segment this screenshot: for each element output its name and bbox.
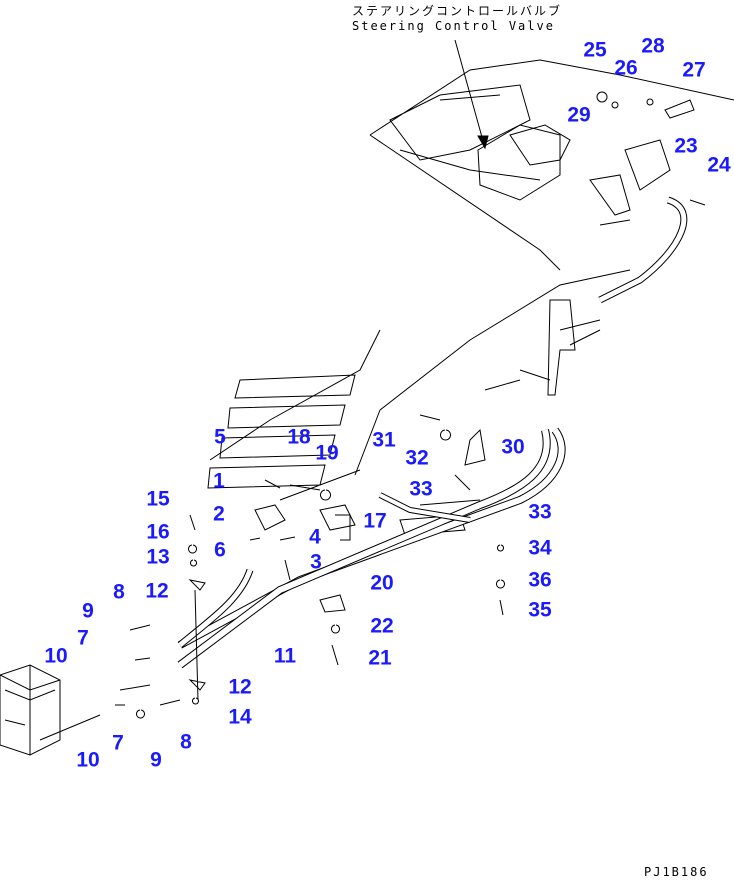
part-label: 5	[214, 425, 226, 449]
part-label: 34	[528, 536, 552, 560]
part-label: 2	[213, 502, 225, 526]
part-label: 9	[150, 748, 162, 772]
part-label: 23	[674, 134, 698, 158]
part-label: 13	[146, 545, 170, 569]
part-label: 30	[501, 435, 525, 459]
leader-line	[454, 39, 486, 149]
part-label: 27	[682, 58, 706, 82]
part-label: 10	[44, 644, 68, 668]
part-label: 28	[641, 34, 665, 58]
part-label: 16	[146, 520, 170, 544]
part-label: 33	[409, 477, 433, 501]
part-label: 15	[146, 487, 170, 511]
part-label: 7	[112, 731, 124, 755]
part-label: 8	[113, 580, 125, 604]
title-english: Steering Control Valve	[352, 19, 555, 33]
part-label: 36	[528, 568, 552, 592]
part-label: 20	[370, 571, 394, 595]
part-label: 18	[287, 425, 311, 449]
part-label: 7	[77, 626, 89, 650]
part-label: 35	[528, 598, 552, 622]
part-label: 19	[315, 441, 339, 465]
part-label: 6	[214, 538, 226, 562]
part-label: 22	[370, 614, 394, 638]
part-label: 10	[76, 748, 100, 772]
part-label: 8	[180, 730, 192, 754]
part-label: 24	[707, 153, 731, 177]
part-label: 25	[583, 38, 607, 62]
part-label: 11	[273, 644, 297, 668]
part-label: 32	[405, 446, 429, 470]
drawing-code: PJ1B186	[644, 865, 709, 879]
part-label: 12	[228, 675, 252, 699]
part-label: 26	[614, 56, 638, 80]
part-label: 4	[309, 525, 321, 549]
part-label: 3	[310, 550, 322, 574]
part-label: 1	[213, 469, 225, 493]
part-label: 31	[372, 428, 396, 452]
part-label: 12	[145, 579, 169, 603]
part-label: 14	[228, 705, 252, 729]
part-label: 9	[82, 599, 94, 623]
part-label: 33	[528, 500, 552, 524]
part-label: 21	[368, 646, 392, 670]
part-label: 29	[567, 103, 591, 127]
title-japanese: ステアリングコントロールバルブ	[352, 4, 563, 18]
part-label: 17	[363, 509, 387, 533]
